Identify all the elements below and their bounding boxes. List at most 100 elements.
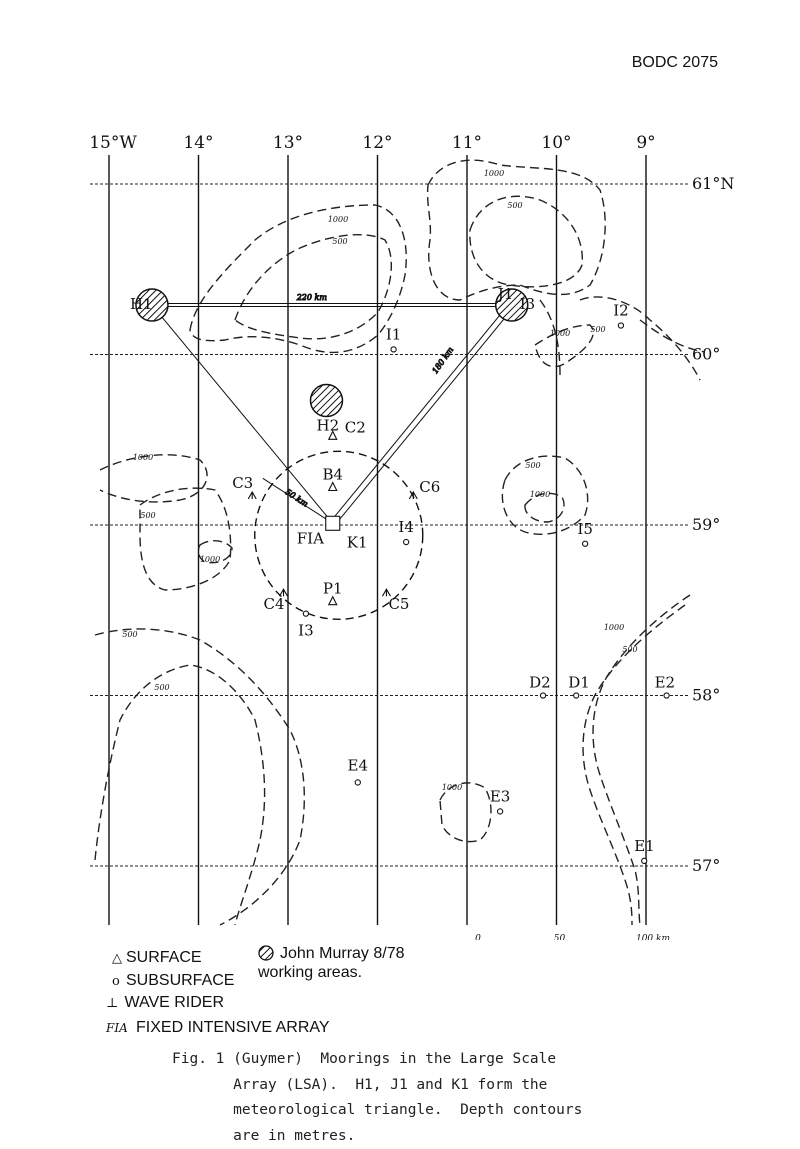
contour-label: 1000 — [200, 555, 220, 564]
station-d2: D2 — [529, 674, 551, 699]
contour-line — [534, 324, 594, 368]
station-label: P1 — [323, 580, 343, 598]
latitude-label: 57° — [692, 856, 720, 875]
legend-fia-label: FIXED INTENSIVE ARRAY — [136, 1019, 330, 1036]
longitude-label: 9° — [636, 133, 655, 153]
station-h2: H2 — [309, 383, 344, 435]
contour-line — [579, 296, 701, 381]
caption-line-4: are in metres. — [172, 1127, 356, 1144]
surface-icon — [327, 430, 338, 440]
legend-wave-rider: ⊥ WAVE RIDER — [106, 993, 224, 1013]
station-j1: J1 — [495, 285, 529, 322]
subsurface-icon — [402, 538, 410, 546]
fia-abbrev: FIA — [106, 1021, 128, 1035]
station-label: E4 — [348, 756, 369, 774]
station-c4: C4 — [264, 588, 289, 613]
wave-rider-icon: ⊥ — [106, 996, 119, 1011]
contour-label: 1000 — [484, 169, 504, 178]
contour-label: 500 — [140, 511, 155, 520]
caption-line-2: Array (LSA). H1, J1 and K1 form the — [172, 1076, 548, 1093]
station-p1: P1 — [323, 580, 343, 606]
contour-line — [582, 604, 686, 926]
station-d1: D1 — [568, 674, 590, 699]
k1-j1-line — [330, 302, 511, 522]
contour-line — [501, 455, 589, 535]
depth-contours — [94, 159, 706, 926]
surface-icon: △ — [112, 951, 122, 966]
legend-subsurface: o SUBSURFACE — [112, 971, 234, 991]
longitude-label: 10° — [541, 133, 571, 153]
station-label: C2 — [345, 418, 366, 436]
contour-line — [639, 319, 706, 353]
wave-rider-icon — [279, 588, 289, 597]
subsurface-icon — [663, 692, 670, 699]
contour-line — [139, 487, 232, 591]
scale-label: 0 — [475, 934, 481, 940]
station-label: D1 — [568, 674, 590, 692]
station-label: C5 — [388, 595, 409, 613]
station-e1: E1 — [634, 837, 655, 865]
legend-surface: △SURFACE — [112, 948, 202, 968]
station-i4: I4 — [398, 518, 414, 546]
document-id: BODC 2075 — [631, 54, 718, 71]
subsurface-icon — [641, 857, 648, 865]
station-fia: FIA — [297, 515, 341, 547]
contour-line — [197, 540, 233, 564]
scale-label: 100 km — [636, 934, 670, 940]
station-label: E1 — [634, 837, 655, 855]
legend-working-areas-label: working areas. — [258, 964, 363, 981]
subsurface-icon — [581, 540, 589, 547]
station-label: H1 — [130, 295, 153, 313]
subsurface-icon — [390, 346, 397, 353]
hatched-area-icon — [258, 945, 274, 961]
station-h1: H1 — [130, 288, 169, 322]
station-label: C6 — [419, 478, 440, 496]
contour-label: 1000 — [530, 490, 550, 499]
subsurface-icon — [354, 779, 361, 786]
legend-subsurface-label: SUBSURFACE — [126, 972, 235, 989]
subsurface-icon — [539, 692, 547, 699]
hatched-area-icon — [309, 383, 344, 418]
fia-circle — [254, 450, 424, 620]
station-label: K1 — [347, 533, 368, 551]
station-label: H2 — [316, 417, 339, 435]
contour-label: 500 — [622, 645, 637, 654]
station-label: E2 — [655, 674, 676, 692]
latitude-label: 59° — [692, 515, 720, 534]
caption-line-3: meteorological triangle. Depth contours — [172, 1102, 583, 1118]
distance-label: 180 km — [431, 345, 456, 375]
station-label: C4 — [264, 595, 285, 613]
station-i1: I1 — [386, 325, 401, 353]
station-c3: C3 — [232, 474, 257, 500]
contour-line — [539, 299, 561, 376]
legend-fia: FIA FIXED INTENSIVE ARRAY — [106, 1018, 330, 1038]
station-e3: E3 — [490, 787, 511, 815]
caption-line-1: Fig. 1 (Guymer) Moorings in the Large Sc… — [172, 1051, 557, 1067]
scale-bar: 0 50 100 km — [475, 934, 670, 940]
wave-rider-icon — [381, 588, 391, 597]
hatched-area-icon — [135, 288, 169, 322]
station-label: E3 — [490, 787, 511, 805]
contour-label: 500 — [122, 630, 137, 639]
legend-john-murray-label: John Murray 8/78 — [280, 945, 405, 962]
contour-label: 500 — [154, 683, 169, 692]
hatched-area-icon — [495, 288, 529, 322]
station-label: C3 — [232, 474, 253, 492]
contour-label: 500 — [507, 201, 522, 210]
surface-icon — [327, 595, 338, 606]
subsurface-icon — [496, 808, 504, 815]
station-label: I3 — [520, 295, 535, 313]
subsurface-icon: o — [112, 974, 120, 989]
longitude-label: 14° — [183, 133, 213, 153]
station-k1: K1 — [347, 533, 368, 551]
station-label: B4 — [322, 465, 343, 483]
station-label: I4 — [398, 518, 413, 536]
latitude-label: 58° — [692, 686, 720, 705]
distance-label: 220 km — [296, 293, 328, 302]
scale-label: 50 — [554, 934, 566, 940]
wave-rider-icon — [408, 490, 418, 500]
